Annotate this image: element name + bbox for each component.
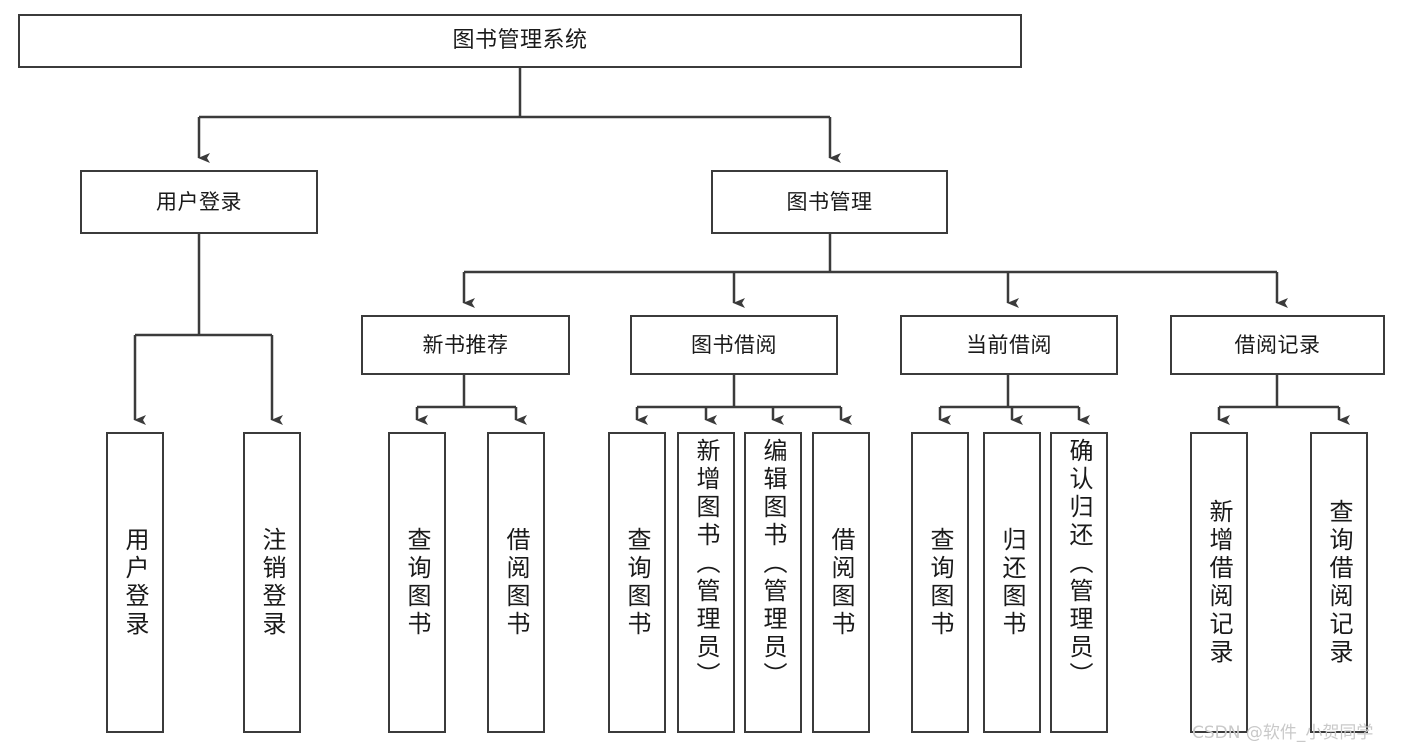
node-user-login-label: 用户登录 [156, 189, 242, 214]
node-book-borrow-label: 图书借阅 [691, 332, 777, 357]
node-leaf-query-book-rec[interactable]: 查询图书 [388, 432, 446, 733]
node-book-management[interactable]: 图书管理 [711, 170, 948, 234]
node-current-borrow-label: 当前借阅 [966, 332, 1052, 357]
node-borrow-record[interactable]: 借阅记录 [1170, 315, 1385, 375]
node-leaf-borrow-book-rec-label: 借阅图书 [502, 526, 530, 639]
node-current-borrow[interactable]: 当前借阅 [900, 315, 1118, 375]
node-new-book-recommendation-label: 新书推荐 [422, 332, 509, 357]
node-leaf-borrow-book-label: 借阅图书 [827, 526, 855, 639]
node-leaf-confirm-return-admin-label: 确认归还（管理员） [1065, 438, 1093, 690]
node-borrow-record-label: 借阅记录 [1234, 332, 1321, 357]
node-leaf-query-book-borrow-label: 查询图书 [623, 526, 651, 639]
node-leaf-query-borrow-record[interactable]: 查询借阅记录 [1310, 432, 1368, 733]
node-root[interactable]: 图书管理系统 [18, 14, 1022, 68]
node-leaf-edit-book-admin-label: 编辑图书（管理员） [759, 438, 787, 690]
node-leaf-logout[interactable]: 注销登录 [243, 432, 301, 733]
node-leaf-add-borrow-record[interactable]: 新增借阅记录 [1190, 432, 1248, 733]
node-leaf-user-login-label: 用户登录 [121, 526, 149, 639]
node-root-label: 图书管理系统 [452, 28, 588, 54]
node-leaf-add-book-admin[interactable]: 新增图书（管理员） [677, 432, 735, 733]
node-leaf-query-book-borrow[interactable]: 查询图书 [608, 432, 666, 733]
node-leaf-add-book-admin-label: 新增图书（管理员） [692, 438, 720, 690]
node-leaf-edit-book-admin[interactable]: 编辑图书（管理员） [744, 432, 802, 733]
node-leaf-query-book-current[interactable]: 查询图书 [911, 432, 969, 733]
node-leaf-return-book[interactable]: 归还图书 [983, 432, 1041, 733]
csdn-watermark: CSDN @软件_小贺同学 [1192, 723, 1374, 743]
node-leaf-user-login[interactable]: 用户登录 [106, 432, 164, 733]
node-leaf-query-book-rec-label: 查询图书 [403, 526, 431, 639]
node-leaf-return-book-label: 归还图书 [998, 526, 1026, 639]
node-leaf-query-borrow-record-label: 查询借阅记录 [1325, 498, 1353, 667]
node-book-management-label: 图书管理 [786, 189, 873, 214]
node-book-borrow[interactable]: 图书借阅 [630, 315, 838, 375]
node-user-login[interactable]: 用户登录 [80, 170, 318, 234]
node-leaf-borrow-book-rec[interactable]: 借阅图书 [487, 432, 545, 733]
node-leaf-logout-label: 注销登录 [258, 526, 286, 639]
node-leaf-confirm-return-admin[interactable]: 确认归还（管理员） [1050, 432, 1108, 733]
node-leaf-borrow-book[interactable]: 借阅图书 [812, 432, 870, 733]
node-leaf-query-book-current-label: 查询图书 [926, 526, 954, 639]
node-new-book-recommendation[interactable]: 新书推荐 [361, 315, 570, 375]
node-leaf-add-borrow-record-label: 新增借阅记录 [1205, 498, 1233, 667]
